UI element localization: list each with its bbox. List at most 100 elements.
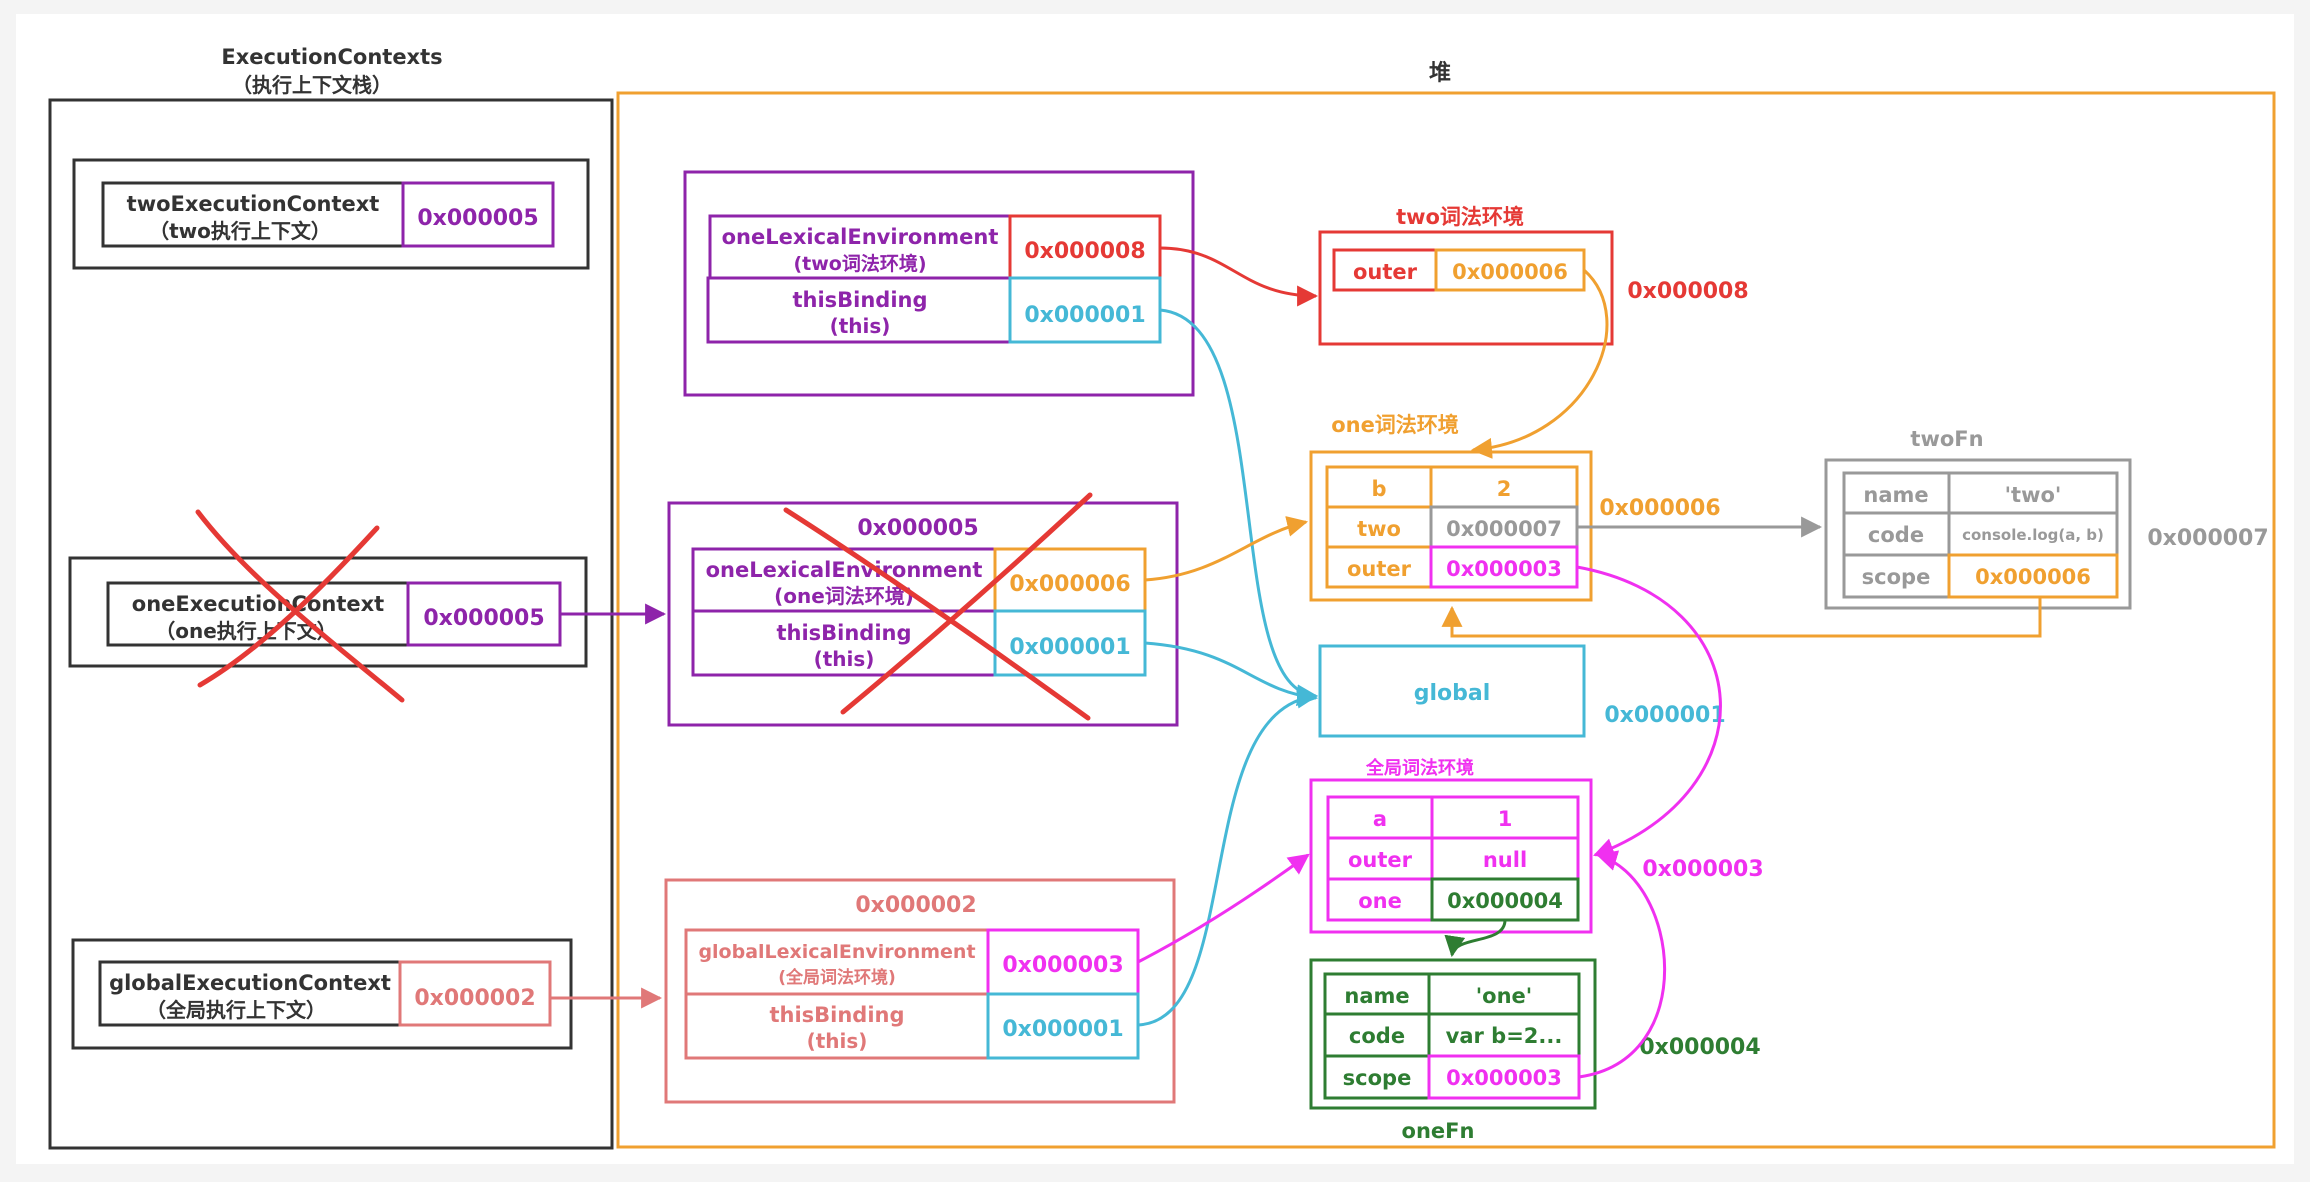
global-record-this-sub: (this) <box>807 1029 868 1053</box>
one-fn-row: code var b=2... <box>1323 1012 1581 1058</box>
one-env-value-cell <box>1429 545 1579 589</box>
global-env-row: one 0x000004 <box>1326 877 1580 922</box>
two-fn-key: code <box>1868 523 1924 547</box>
cross-stroke <box>195 509 405 703</box>
arrow-two-this-to-global <box>1159 308 1319 706</box>
arrow-one-lex-to-one-env <box>1144 516 1309 582</box>
global-env-row: outer null <box>1326 836 1580 881</box>
two-record-lex-sub: (two词法环境) <box>793 252 926 275</box>
one-record-this-sub: (this) <box>814 647 875 671</box>
two-fn-row: code console.log(a, b) <box>1842 511 2119 557</box>
global-object-box <box>1318 644 1586 738</box>
one-context-addr-cell <box>406 581 562 647</box>
global-env-value: null <box>1483 848 1527 872</box>
global-env-value-cell <box>1430 836 1580 881</box>
two-record-lex-name: oneLexicalEnvironment <box>722 225 999 249</box>
one-fn-row: name 'one' <box>1323 972 1581 1016</box>
two-fn-key: scope <box>1862 565 1931 589</box>
one-env-key: b <box>1371 477 1386 501</box>
one-env-key-cell <box>1325 465 1433 509</box>
arrow-two-fn-scope-to-one-env <box>1441 597 2042 638</box>
one-env-value: 0x000007 <box>1446 517 1562 541</box>
two-record-this-sub: (this) <box>830 314 891 338</box>
one-env-row: b 2 <box>1325 465 1579 509</box>
one-fn-key: name <box>1344 984 1409 1008</box>
one-record-this-name: thisBinding <box>776 621 911 645</box>
one-fn-addr: 0x000004 <box>1639 1035 1760 1060</box>
one-fn-key-cell <box>1323 1012 1431 1058</box>
two-env-title: two词法环境 <box>1396 205 1524 229</box>
global-env-key-cell <box>1326 877 1434 922</box>
one-env-title: one词法环境 <box>1331 413 1459 437</box>
stack-frame <box>48 98 614 1150</box>
one-env-addr: 0x000006 <box>1599 496 1720 521</box>
global-object-addr: 0x000001 <box>1604 703 1725 728</box>
one-fn-row: scope 0x000003 <box>1323 1054 1581 1100</box>
heap-frame <box>616 91 2276 1149</box>
arrow-one-to-one-fn <box>1444 919 1507 958</box>
two-fn-addr: 0x000007 <box>2147 526 2268 551</box>
global-record-lex-sub: (全局词法环境) <box>778 967 896 988</box>
global-env-title: 全局词法环境 <box>1365 757 1474 779</box>
two-context-name-cell <box>101 181 405 248</box>
global-record-this-cell <box>684 992 990 1060</box>
arrow-global-this-to-global <box>1137 687 1319 1027</box>
one-record-lex-name: oneLexicalEnvironment <box>706 558 983 582</box>
cross-out-one-record <box>783 492 1093 721</box>
one-env-key-cell <box>1325 505 1433 549</box>
one-record-label: 0x000005 <box>857 516 978 541</box>
arrow-global-lex-to-global-env <box>1137 853 1310 964</box>
one-fn-value: var b=2... <box>1446 1024 1563 1048</box>
one-fn-key-cell <box>1323 972 1431 1016</box>
two-env-key-cell <box>1332 248 1438 292</box>
global-record-label: 0x000002 <box>855 893 976 918</box>
global-env-key-cell <box>1326 795 1434 840</box>
one-context-name-cell <box>106 581 410 647</box>
global-record-this-name: thisBinding <box>769 1003 904 1027</box>
global-record-lex-addr: 0x000003 <box>1002 953 1123 978</box>
two-record-this-addr: 0x000001 <box>1024 303 1145 328</box>
global-context-slot <box>71 938 573 1050</box>
two-env-addr: 0x000008 <box>1627 279 1748 304</box>
global-context-record <box>664 878 1176 1104</box>
arrow-one-fn-scope-to-global-env <box>1578 850 1667 1079</box>
one-fn-key: scope <box>1343 1066 1412 1090</box>
cross-stroke <box>840 492 1093 715</box>
two-fn-value-cell <box>1947 511 2119 557</box>
one-env-value: 2 <box>1497 477 1512 501</box>
two-fn-row: name 'two' <box>1842 471 2119 515</box>
one-fn-value: 0x000003 <box>1446 1066 1562 1090</box>
one-env-row: outer 0x000003 <box>1325 545 1579 589</box>
global-context-name-cell <box>98 960 402 1027</box>
global-env-key: outer <box>1348 848 1413 872</box>
two-fn-value-cell <box>1947 471 2119 515</box>
one-env-value: 0x000003 <box>1446 557 1562 581</box>
global-context-sub: （全局执行上下文） <box>146 998 326 1022</box>
one-context-slot <box>68 556 588 668</box>
global-env-addr: 0x000003 <box>1642 857 1763 882</box>
arrow-two-outer-to-one-env <box>1470 268 1609 459</box>
one-env-row: two 0x000007 <box>1325 505 1579 549</box>
global-record-lex-name: globalLexicalEnvironment <box>698 941 975 963</box>
global-env-row: a 1 <box>1326 795 1580 840</box>
two-fn-value-cell <box>1947 553 2119 599</box>
global-env-key: a <box>1373 807 1387 831</box>
two-context-addr: 0x000005 <box>417 206 538 231</box>
global-record-lex-cell <box>684 928 990 996</box>
global-record-lex-addr-cell <box>986 928 1140 996</box>
global-env-value-cell <box>1430 877 1580 922</box>
one-record-lex-addr: 0x000006 <box>1009 572 1130 597</box>
cross-stroke <box>197 525 380 688</box>
two-context-sub: （two执行上下文） <box>149 219 331 243</box>
two-record-lex-cell <box>708 214 1012 280</box>
one-env-value-cell <box>1429 465 1579 509</box>
two-context-slot <box>72 158 590 270</box>
two-fn-row: scope 0x000006 <box>1842 553 2119 599</box>
two-env-key: outer <box>1353 260 1418 284</box>
two-record-lex-addr: 0x000008 <box>1024 239 1145 264</box>
two-context-record <box>683 170 1195 397</box>
arrow-one-this-to-global <box>1144 641 1319 707</box>
one-record-lex-cell <box>691 547 997 613</box>
one-fn-key: code <box>1349 1024 1405 1048</box>
two-record-this-name: thisBinding <box>792 288 927 312</box>
